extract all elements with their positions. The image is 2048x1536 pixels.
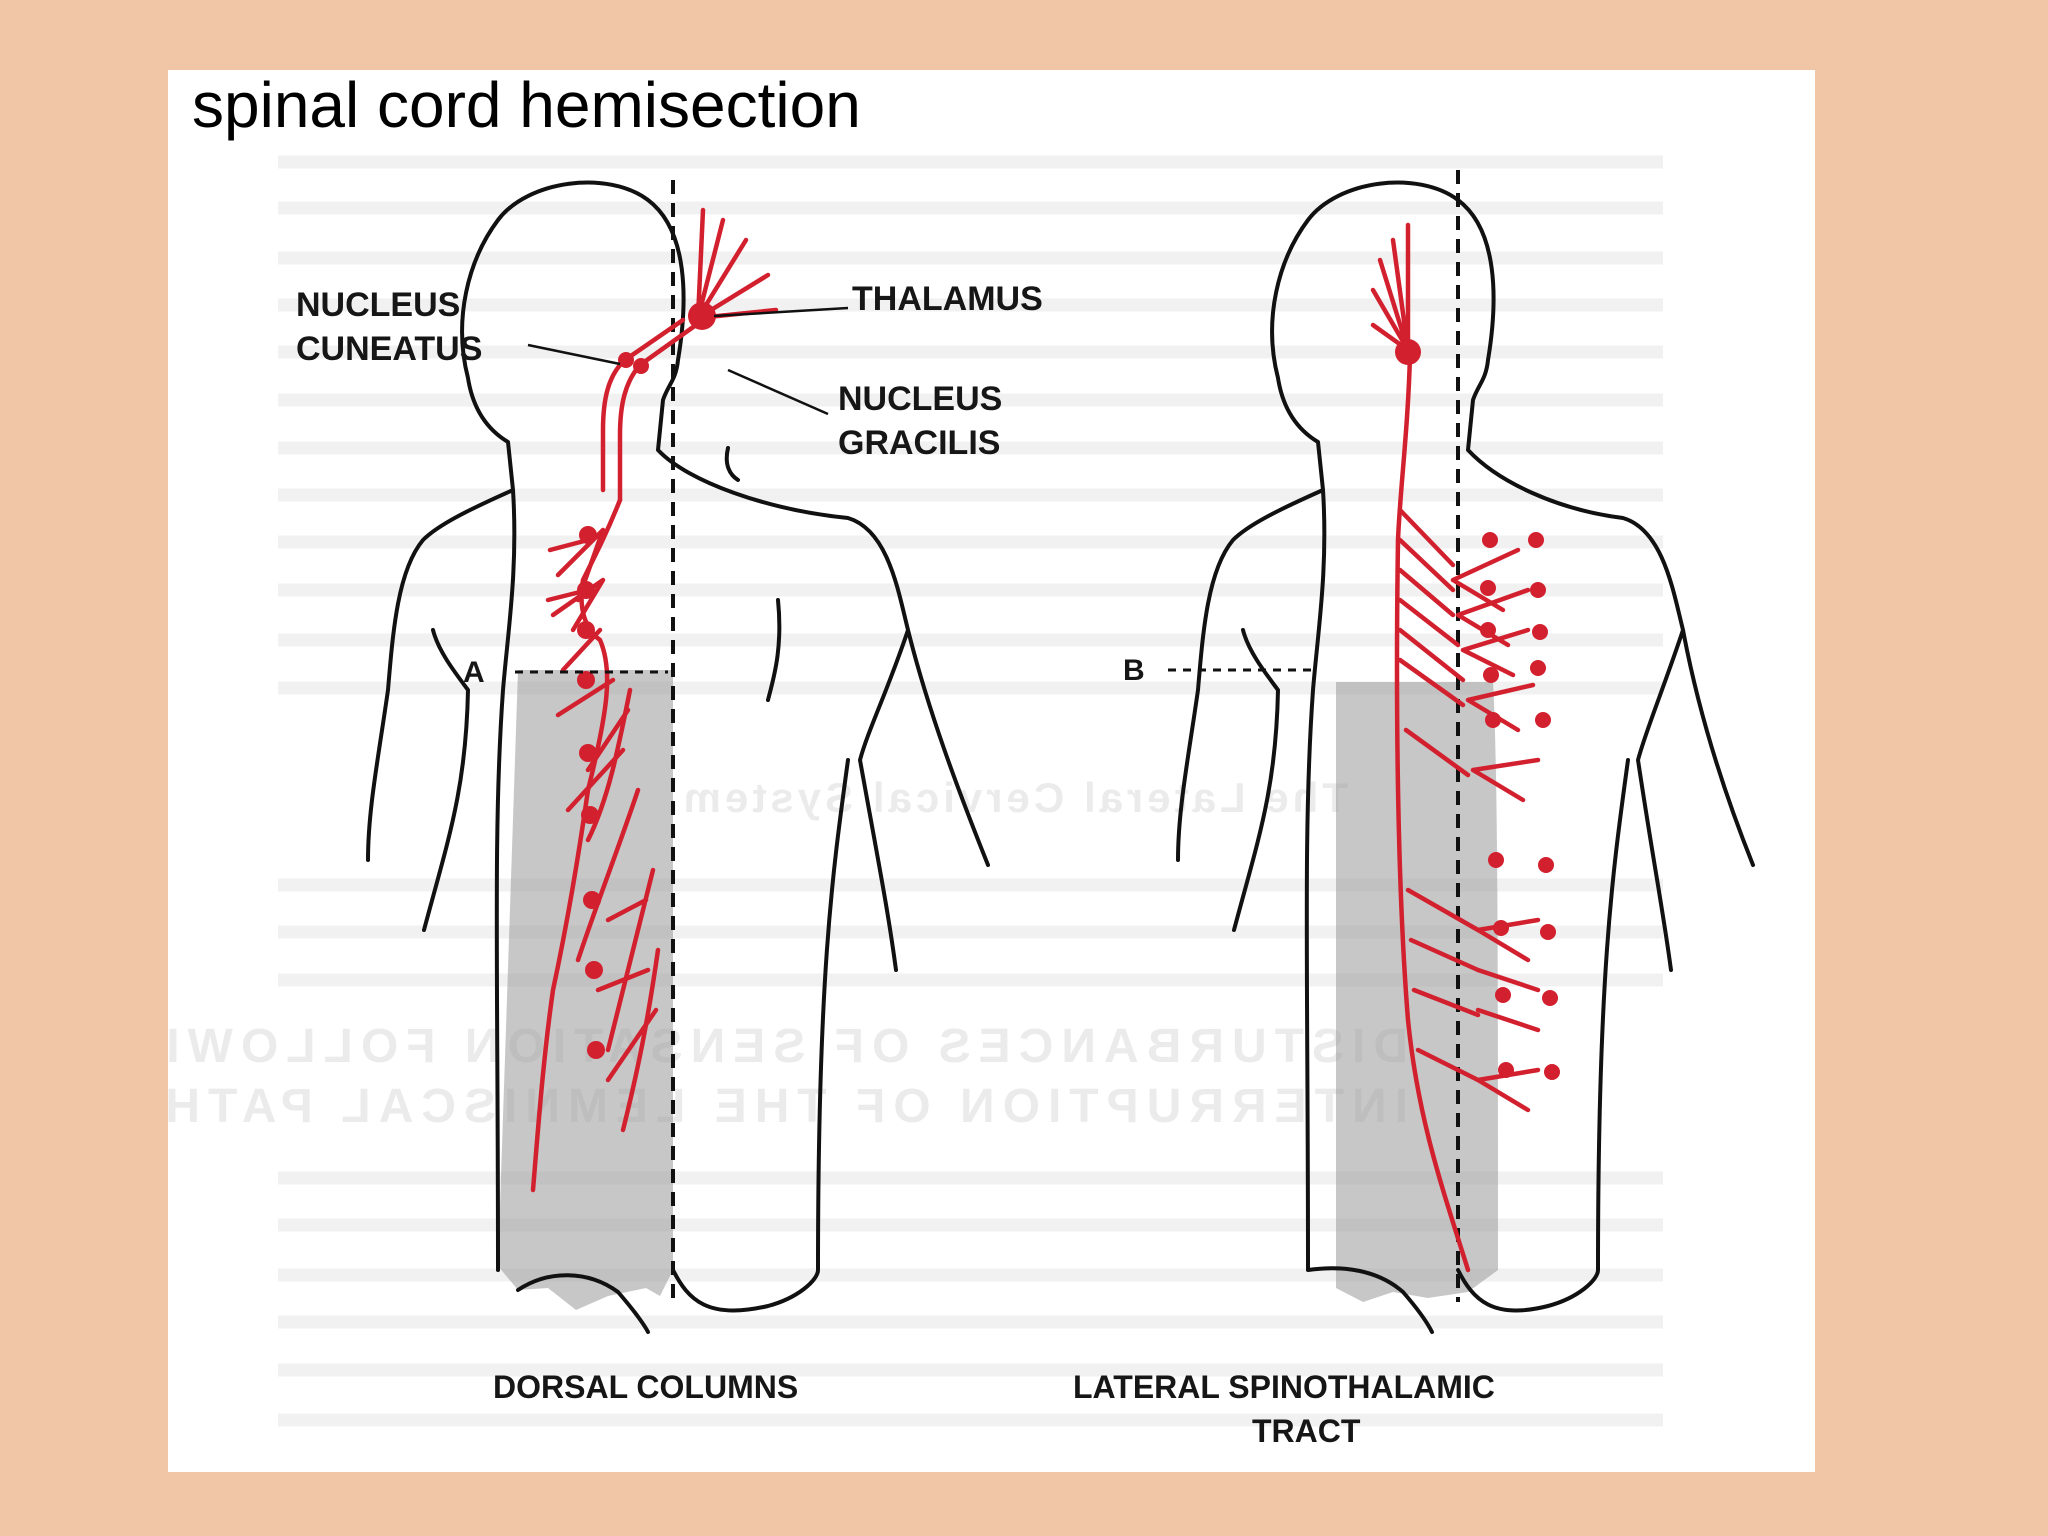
left-shaded-region [498,670,673,1310]
bleed-through-text: DISTURBANCES OF SENSATION FOLLOWING INTE… [168,774,1408,1133]
caption-dorsal-columns: DORSAL COLUMNS [493,1369,798,1405]
bleed-heading-2: INTERRUPTION OF THE LEMNISCAL PATHWAYS [168,1080,1408,1133]
caption-lateral-spinothalamic-line1: LATERAL SPINOTHALAMIC [1073,1369,1495,1405]
label-nucleus-gracilis-line1: NUCLEUS [838,380,1002,418]
label-nucleus-gracilis-line2: GRACILIS [838,424,1000,462]
bleed-heading-3: The Lateral Cervical System [680,774,1348,821]
label-marker-b: B [1123,654,1145,687]
label-nucleus-cuneatus-line2: CUNEATUS [296,330,482,368]
right-body-outline [1176,180,1755,1334]
left-figure [366,180,990,1334]
left-receptor-dots [577,302,716,1059]
right-figure [1168,170,1755,1334]
caption-lateral-spinothalamic-line2: TRACT [1252,1413,1361,1449]
left-shoulder-detail [724,446,782,702]
label-thalamus: THALAMUS [852,280,1043,318]
slide-title: spinal cord hemisection [192,69,861,141]
label-marker-a: A [463,656,485,689]
bleed-heading-1: DISTURBANCES OF SENSATION FOLLOWING [168,1020,1408,1073]
right-receptor-dots [1395,339,1560,1080]
left-body-outline [366,180,990,1334]
slide-panel: DISTURBANCES OF SENSATION FOLLOWING INTE… [168,70,1815,1472]
label-nucleus-cuneatus-line1: NUCLEUS [296,286,460,324]
hemisection-diagram: DISTURBANCES OF SENSATION FOLLOWING INTE… [168,155,1755,1449]
label-leader-lines [527,306,849,416]
